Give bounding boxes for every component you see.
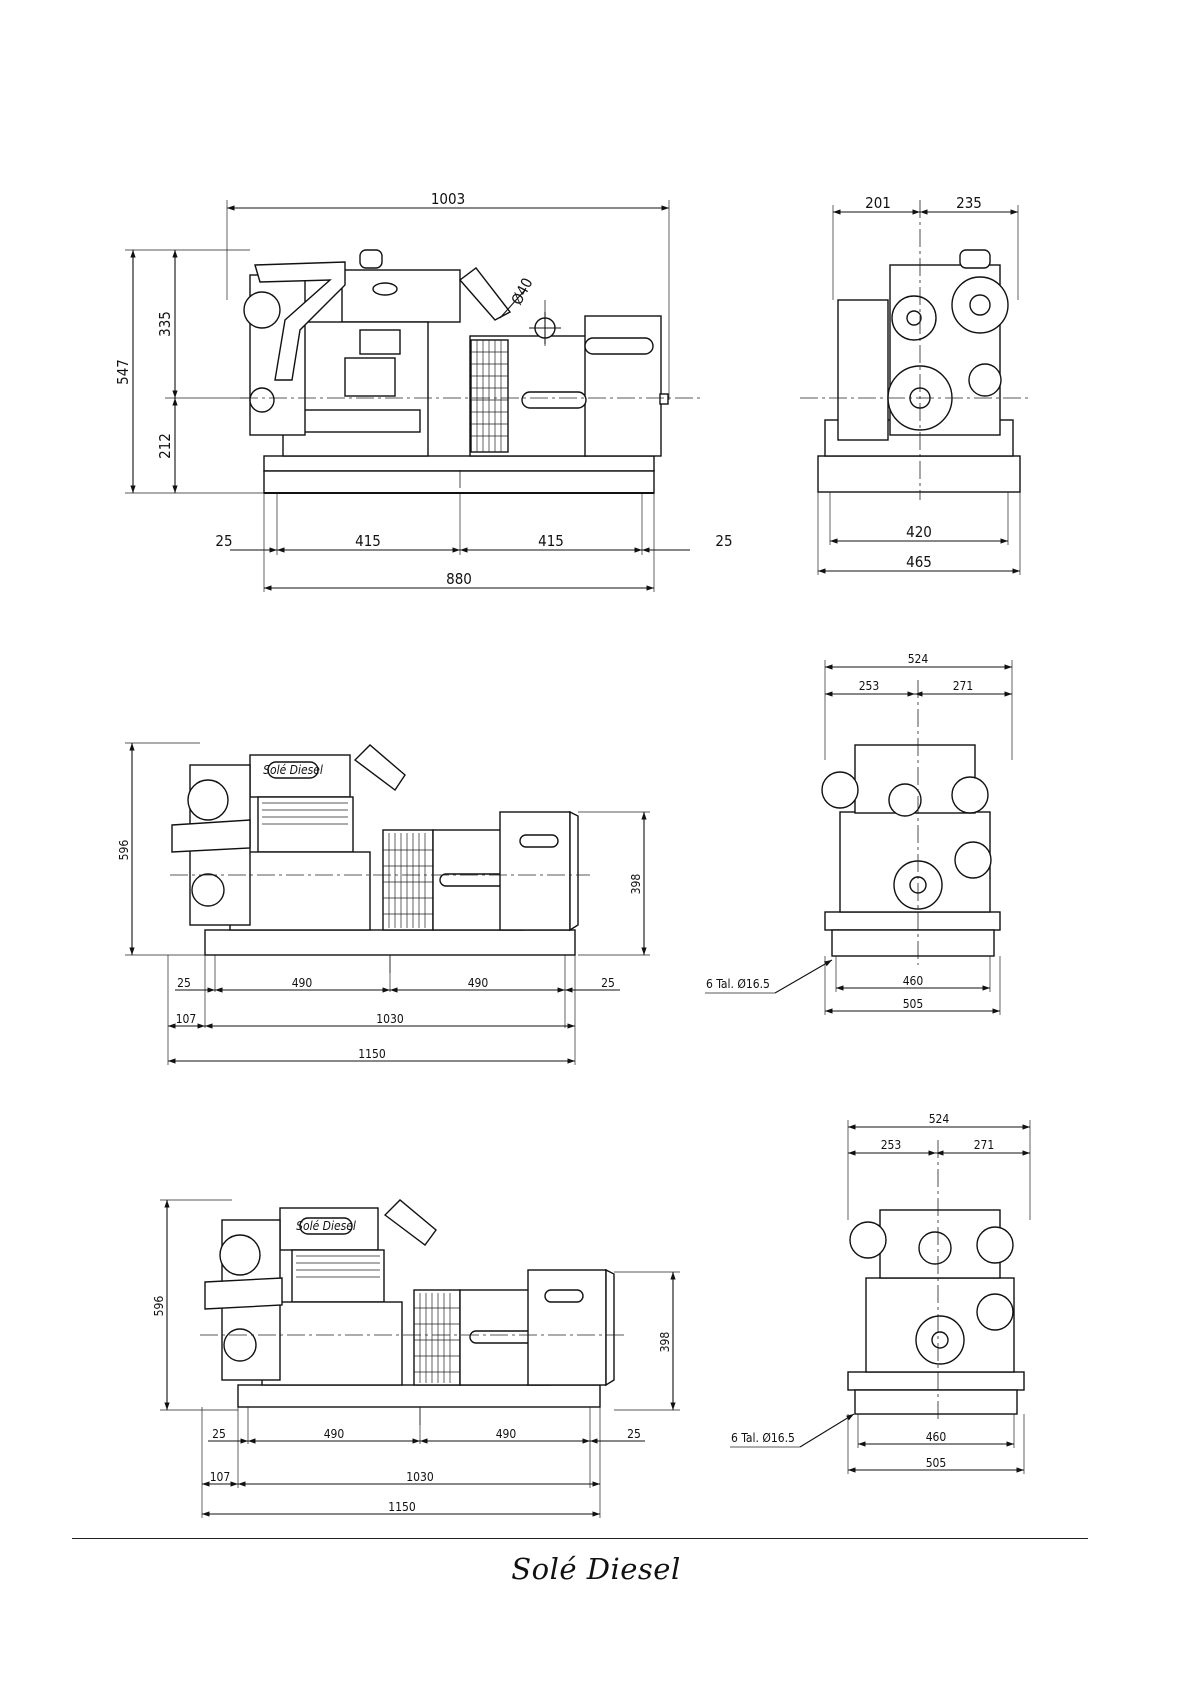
view2-end-dim-outer: 505 — [903, 997, 924, 1011]
view3-end-view: 524 253 271 6 Tal. Ø16.5 460 505 — [730, 1112, 1030, 1474]
view1-dim-bottom-left: 25 — [215, 532, 232, 550]
view1-dim-diameter: Ø40 — [508, 275, 537, 308]
footer-brand-logo: Solé Diesel — [0, 1552, 1192, 1586]
view2-dim-span: 1030 — [376, 1012, 404, 1026]
view3-dim-b-mid-a: 490 — [324, 1427, 345, 1441]
view2-dim-b-right: 25 — [601, 976, 615, 990]
view1-dim-base-length: 880 — [446, 570, 472, 588]
view2-end-view: 524 253 271 6 Tal. Ø16.5 460 505 — [705, 652, 1012, 1015]
view3-dim-gen-height: 398 — [658, 1332, 672, 1353]
view3-dim-b-left: 25 — [212, 1427, 226, 1441]
view2-dim-gen-height: 398 — [629, 874, 643, 895]
view3-end-dim-top: 524 — [929, 1112, 950, 1126]
view2-dim-b-left: 25 — [177, 976, 191, 990]
view1-dim-height-total: 547 — [114, 359, 132, 385]
view2-dim-offset: 107 — [176, 1012, 197, 1026]
view1-dim-overall-length: 1003 — [431, 190, 465, 208]
view1-end-dim-left: 201 — [865, 194, 891, 212]
view3-holes-note: 6 Tal. Ø16.5 — [731, 1431, 795, 1445]
view1-end-view: 201 235 420 465 — [800, 194, 1030, 575]
view2-end-dim-top: 524 — [908, 652, 929, 666]
view1-side-view: 1003 Ø40 547 335 212 25 415 415 25 880 — [114, 190, 733, 592]
view3-dim-b-mid-b: 490 — [496, 1427, 517, 1441]
view3-side-view: Solé Diesel 596 398 — [152, 1200, 680, 1518]
view1-dim-height-upper: 335 — [156, 311, 174, 337]
view3-dim-total: 1150 — [388, 1500, 416, 1514]
view1-dim-bottom-mid-a: 415 — [355, 532, 381, 550]
view1-dim-height-lower: 212 — [156, 433, 174, 459]
view3-end-dim-left: 253 — [881, 1138, 902, 1152]
view3-end-dim-inner: 460 — [926, 1430, 947, 1444]
view2-engine-badge: Solé Diesel — [263, 763, 323, 777]
view2-end-dim-right: 271 — [953, 679, 974, 693]
view3-end-dim-outer: 505 — [926, 1456, 947, 1470]
view1-dim-bottom-mid-b: 415 — [538, 532, 564, 550]
footer-rule — [72, 1538, 1088, 1539]
view2-dim-b-mid-b: 490 — [468, 976, 489, 990]
view3-dim-span: 1030 — [406, 1470, 434, 1484]
view2-dim-height: 596 — [117, 840, 131, 861]
view2-dim-total: 1150 — [358, 1047, 386, 1061]
view3-end-dim-right: 271 — [974, 1138, 995, 1152]
view3-dim-height: 596 — [152, 1296, 166, 1317]
view1-end-dim-right: 235 — [956, 194, 982, 212]
view3-dim-offset: 107 — [210, 1470, 231, 1484]
view1-end-dim-outer: 465 — [906, 553, 932, 571]
view1-end-dim-inner: 420 — [906, 523, 932, 541]
view2-end-dim-left: 253 — [859, 679, 880, 693]
view3-engine-badge: Solé Diesel — [296, 1219, 356, 1233]
view2-end-dim-inner: 460 — [903, 974, 924, 988]
view2-holes-note: 6 Tal. Ø16.5 — [706, 977, 770, 991]
view3-dim-b-right: 25 — [627, 1427, 641, 1441]
view1-dim-bottom-right: 25 — [715, 532, 732, 550]
view2-dim-b-mid-a: 490 — [292, 976, 313, 990]
view2-side-view: Solé Diesel 596 398 — [117, 743, 650, 1065]
